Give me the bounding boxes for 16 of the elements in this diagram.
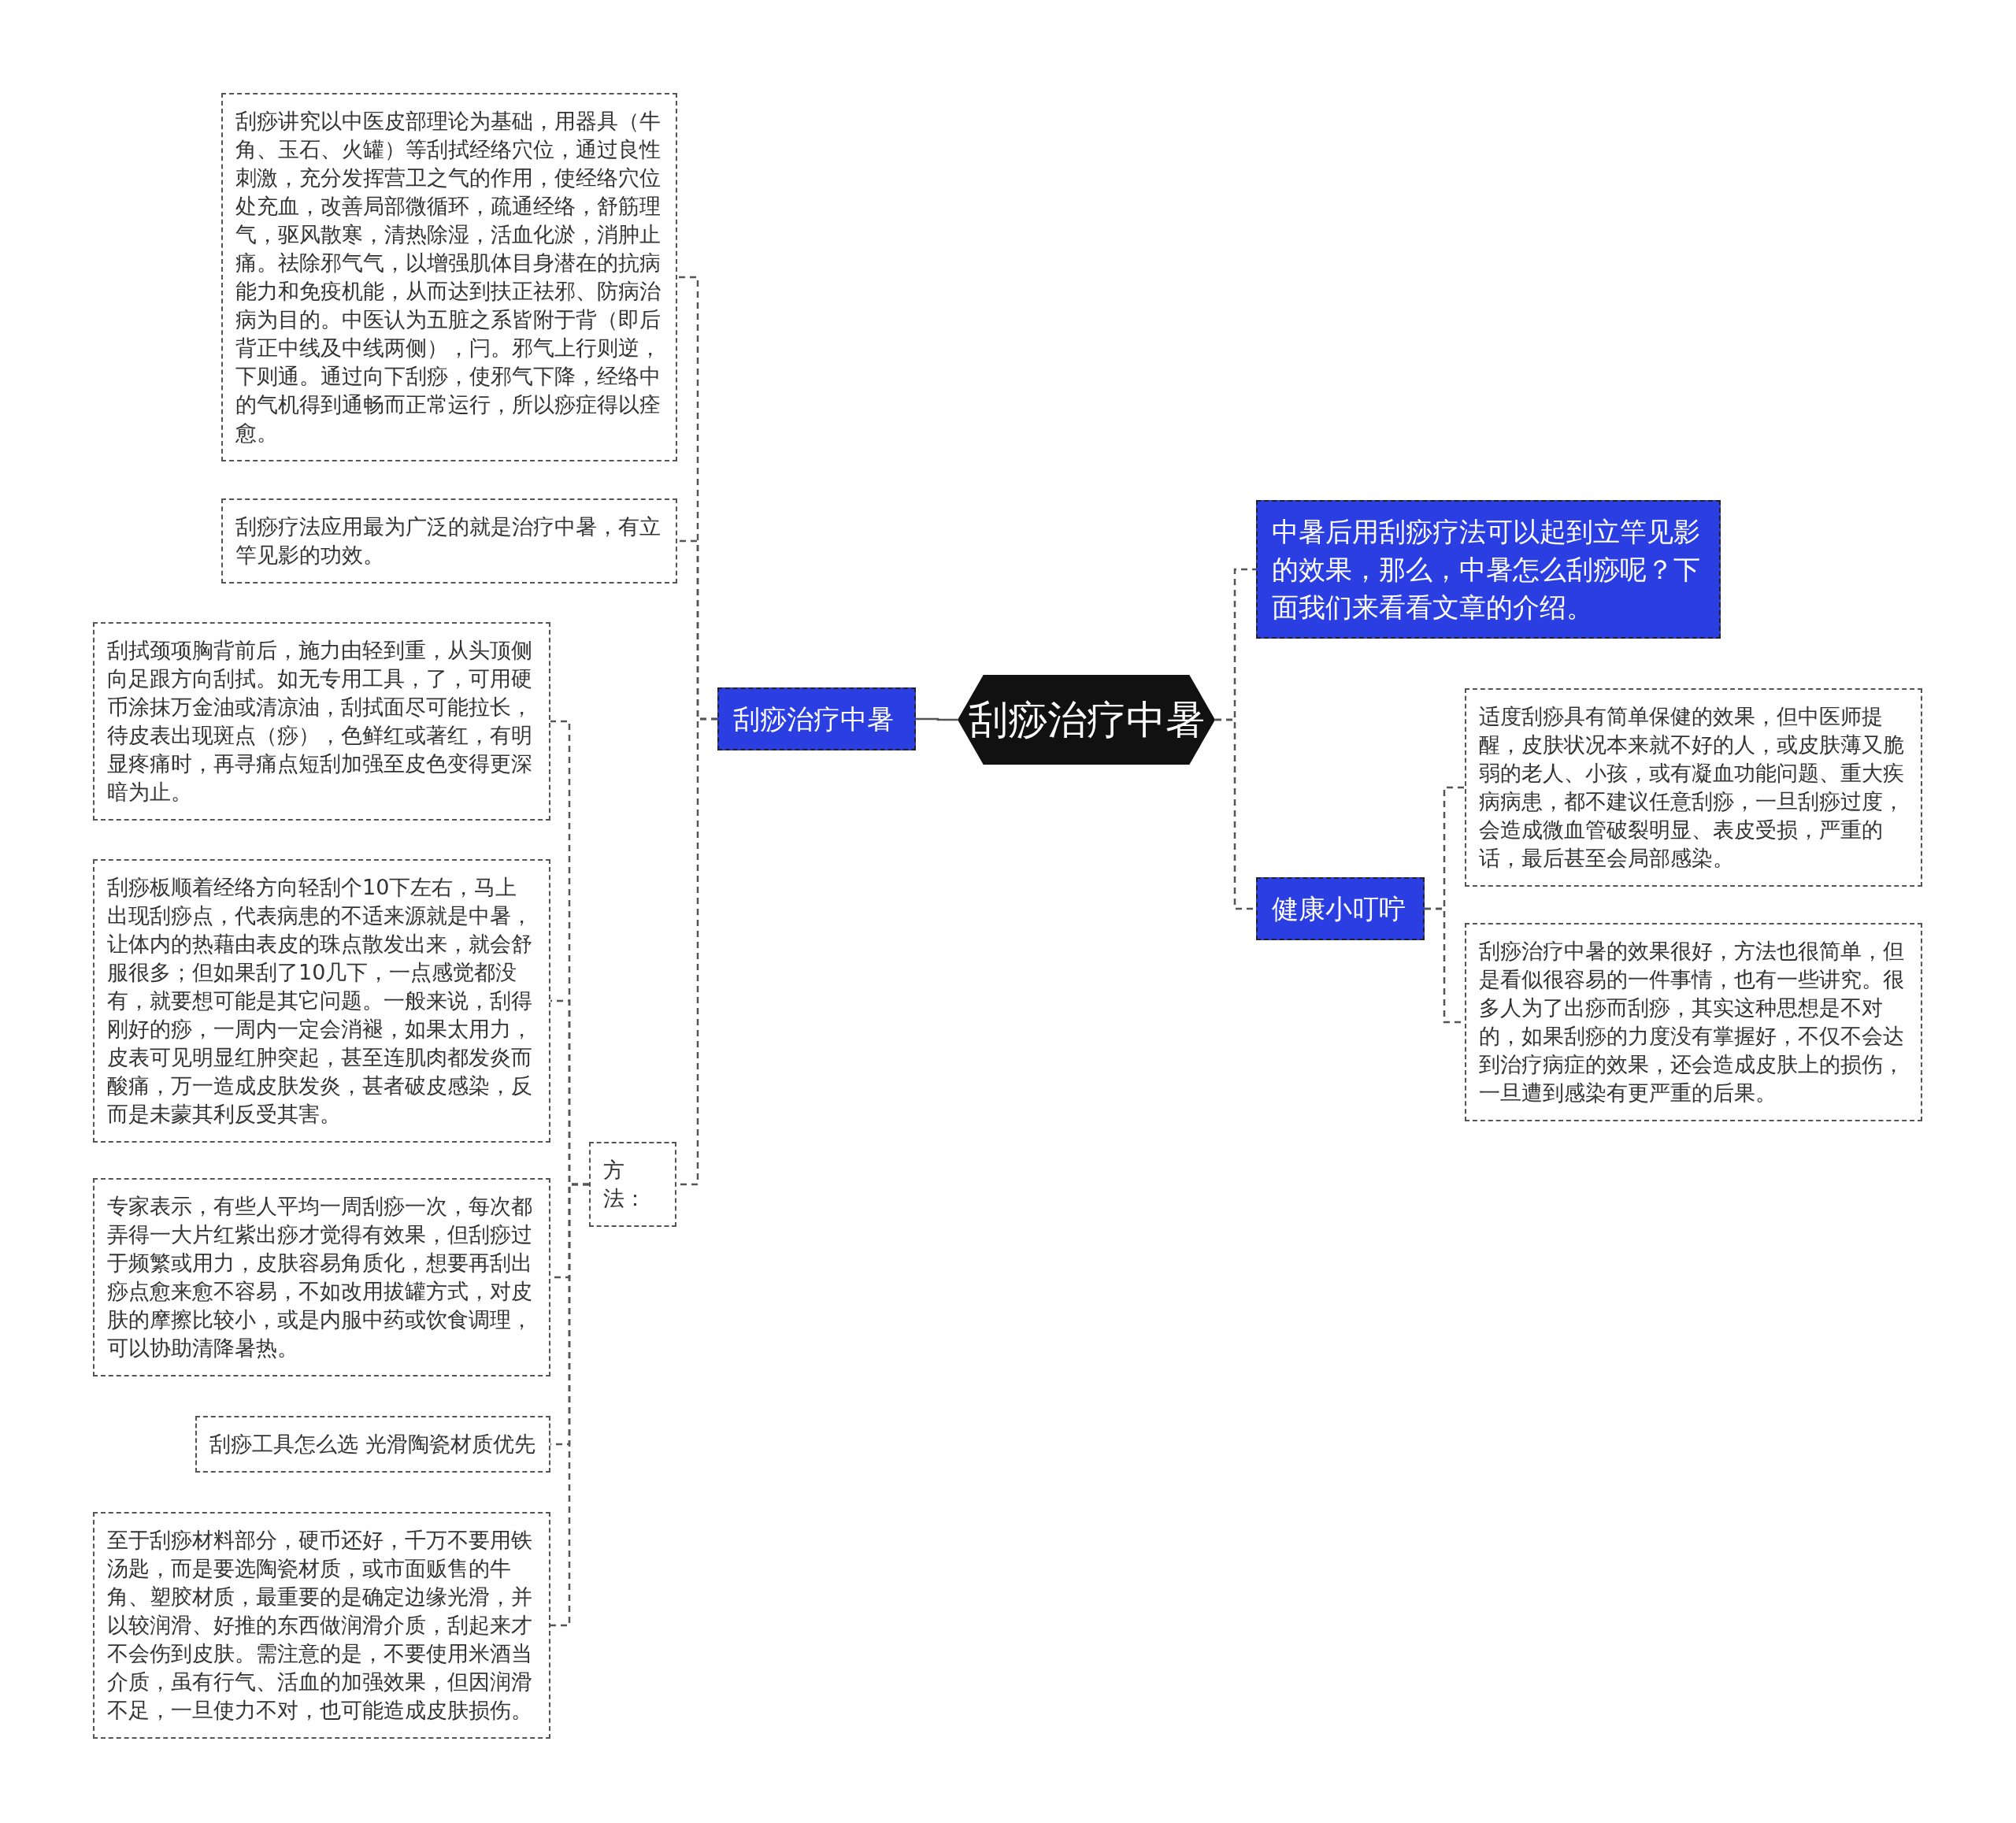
topic-box: 刮痧治疗中暑 bbox=[717, 687, 916, 750]
central-topic: 刮痧治疗中暑 bbox=[958, 675, 1215, 765]
note-box: 专家表示，有些人平均一周刮痧一次，每次都弄得一大片红紫出痧才觉得有效果，但刮痧过于频繁或用力，皮肤容易角质化，想要再刮出痧点愈来愈不容易，不如改用拔罐方式，对皮肤的摩擦比较小，或是内服中药或饮食调理，可以协助清降暑热。 bbox=[93, 1178, 550, 1377]
note-box: 刮痧治疗中暑的效果很好，方法也很简单，但是看似很容易的一件事情，也有一些讲究。很多人为了出痧而刮痧，其实这种思想是不对的，如果刮痧的力度没有掌握好，不仅不会达到治疗病症的效果，还会造成皮肤上的损伤，一旦遭到感染有更严重的后果。 bbox=[1465, 923, 1922, 1121]
connector-line bbox=[550, 1183, 589, 1627]
note-box: 至于刮痧材料部分，硬币还好，千万不要用铁汤匙，而是要选陶瓷材质，或市面贩售的牛角、塑胶材质，最重要的是确定边缘光滑，并以较润滑、好推的东西做润滑介质，刮起来才不会伤到皮肤。需注意的是，不要使用米酒当介质，虽有行气、活血的加强效果，但因润滑不足，一旦使力不对，也可能造成皮肤损伤。 bbox=[93, 1512, 550, 1739]
topic-box: 中暑后用刮痧疗法可以起到立竿见影的效果，那么，中暑怎么刮痧呢？下面我们来看看文章的介绍。 bbox=[1256, 500, 1721, 639]
connector-line bbox=[916, 717, 958, 721]
note-box: 刮痧板顺着经络方向轻刮个10下左右，马上出现刮痧点，代表病患的不适来源就是中暑，让体内的热藉由表皮的珠点散发出来，就会舒服很多；但如果刮了10几下，一点感觉都没有，就要想可能是其它问题。一般来说，刮得刚好的痧，一周内一定会消褪，如果太用力，皮表可见明显红肿突起，甚至连肌肉都发炎而酸痛，万一造成皮肤发炎，甚者破皮感染，反而是未蒙其利反受其害。 bbox=[93, 859, 550, 1143]
note-box: 刮拭颈项胸背前后，施力由轻到重，从头顶侧向足跟方向刮拭。如无专用工具，了，可用硬币涂抹万金油或清凉油，刮拭面尽可能拉长，待皮表出现斑点（痧），色鲜红或著红，有明显疼痛时，再寻痛点短刮加强至皮色变得更深暗为止。 bbox=[93, 622, 550, 821]
note-box: 刮痧讲究以中医皮部理论为基础，用器具（牛角、玉石、火罐）等刮拭经络穴位，通过良性刺激，充分发挥营卫之气的作用，使经络穴位处充血，改善局部微循环，疏通经络，舒筋理气，驱风散寒，清热除湿，活血化淤，消肿止痛。祛除邪气气，以增强肌体目身潜在的抗病能力和免疫机能，从而达到扶正祛邪、防病治病为目的。中医认为五脏之系皆附于背（即后背正中线及中线两侧），闩。邪气上行则逆，下则通。通过向下刮痧，使邪气下降，经络中的气机得到通畅而正常运行，所以痧症得以痊愈。 bbox=[221, 93, 677, 461]
note-box: 适度刮痧具有简单保健的效果，但中医师提醒，皮肤状况本来就不好的人，或皮肤薄又脆弱的老人、小孩，或有凝血功能问题、重大疾病病患，都不建议任意刮痧，一旦刮痧过度，会造成微血管破裂明显、表皮受损，严重的话，最后甚至会局部感染。 bbox=[1465, 688, 1922, 887]
note-box: 刮痧疗法应用最为广泛的就是治疗中暑，有立竿见影的功效。 bbox=[221, 498, 677, 584]
note-box: 刮痧工具怎么选 光滑陶瓷材质优先 bbox=[195, 1416, 550, 1473]
topic-box: 健康小叮咛 bbox=[1256, 877, 1425, 940]
note-box: 方法： bbox=[589, 1142, 676, 1227]
